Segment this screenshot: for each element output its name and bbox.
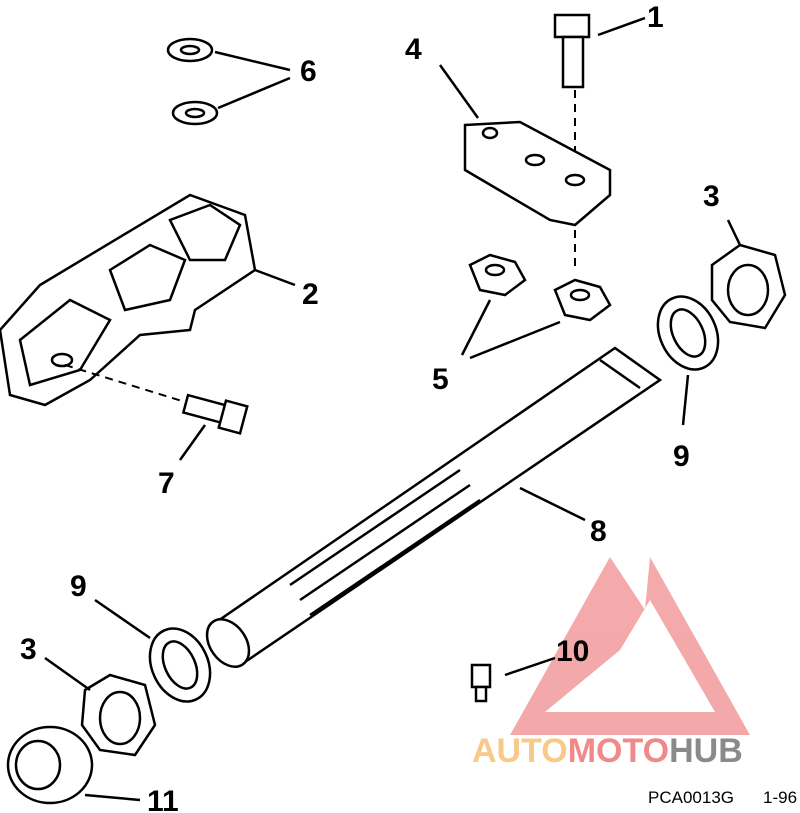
callout-9-left: 9: [70, 570, 87, 603]
bracket-4: [463, 120, 612, 227]
washer-9-left: [148, 627, 212, 703]
nut-3-right: [710, 243, 787, 330]
watermark-text: AUTOMOTOHUB: [472, 732, 743, 770]
grease-fitting-10: [470, 663, 492, 703]
nut-5-right: [553, 278, 612, 322]
watermark-logo: [510, 557, 750, 735]
cap-11: [6, 725, 94, 805]
callout-9-right: 9: [673, 440, 690, 473]
shaft-8: [205, 346, 663, 668]
callout-2: 2: [302, 278, 319, 311]
washer-6-top: [166, 37, 214, 63]
bolt-1: [553, 13, 591, 89]
housing-2: [0, 193, 257, 407]
screw-7: [181, 393, 249, 435]
callout-4: 4: [405, 33, 422, 66]
nut-5-left: [468, 253, 527, 297]
callout-7: 7: [158, 467, 175, 500]
figure-code: PCA0013G: [648, 788, 734, 807]
washer-6-bottom: [171, 100, 219, 126]
nut-3-left: [80, 673, 157, 757]
callout-10: 10: [556, 635, 589, 668]
callout-5: 5: [432, 363, 449, 396]
callout-1: 1: [647, 1, 664, 34]
washer-9-right: [656, 295, 720, 371]
callout-6: 6: [300, 55, 317, 88]
figure-date: 1-96: [763, 788, 797, 807]
callout-3-left: 3: [20, 633, 37, 666]
callout-8: 8: [590, 515, 607, 548]
callout-3-right: 3: [703, 180, 720, 213]
callout-11: 11: [147, 785, 179, 813]
